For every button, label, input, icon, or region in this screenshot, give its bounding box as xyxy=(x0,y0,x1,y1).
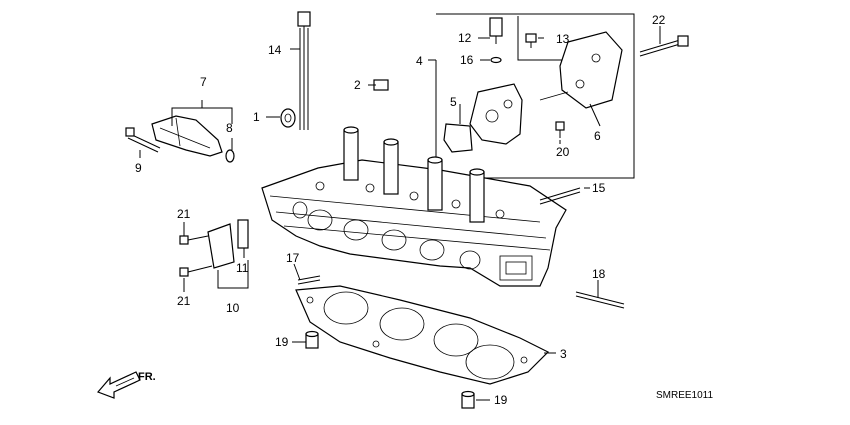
bolt-20 xyxy=(555,121,565,138)
callout-21-upper: 21 xyxy=(177,207,191,221)
callout-2: 2 xyxy=(354,78,361,92)
o-ring-8 xyxy=(225,149,235,163)
callout-21-lower: 21 xyxy=(177,294,191,308)
stud-18 xyxy=(575,291,625,309)
o-ring-16 xyxy=(490,56,502,64)
callout-1: 1 xyxy=(253,110,260,124)
bracket-6 xyxy=(539,31,623,109)
bolt-9 xyxy=(125,127,161,153)
plug-1 xyxy=(280,108,296,128)
stud-17 xyxy=(297,275,321,285)
callout-5: 5 xyxy=(450,95,457,109)
head-gasket xyxy=(295,285,550,385)
bolt-13 xyxy=(525,33,537,48)
seal-2 xyxy=(373,79,389,91)
callout-13: 13 xyxy=(556,32,570,46)
callout-4: 4 xyxy=(416,54,423,68)
front-direction-arrow-icon xyxy=(96,371,141,399)
bolt-22 xyxy=(639,35,689,57)
callout-19-upper: 19 xyxy=(275,335,289,349)
diagram-code: SMREE1011 xyxy=(656,390,714,401)
callout-17: 17 xyxy=(286,251,300,265)
callout-12: 12 xyxy=(458,31,472,45)
bracket-10 xyxy=(207,219,249,269)
bracket-10-bracket-line xyxy=(217,260,249,289)
callout-9: 9 xyxy=(135,161,142,175)
callout-19-lower: 19 xyxy=(494,393,508,407)
dowel-pin-lower xyxy=(461,390,475,409)
callout-20: 20 xyxy=(556,145,570,159)
vtc-solenoid-5 xyxy=(443,83,523,153)
callout-8: 8 xyxy=(226,121,233,135)
callout-10: 10 xyxy=(226,301,240,315)
callout-3: 3 xyxy=(560,347,567,361)
sensor-12 xyxy=(489,17,503,44)
callout-16: 16 xyxy=(460,53,474,67)
bolt-21-upper xyxy=(179,235,209,245)
callout-18: 18 xyxy=(592,267,606,281)
callout-15: 15 xyxy=(592,181,606,195)
callout-22: 22 xyxy=(652,13,666,27)
bolt-21-lower xyxy=(179,265,213,277)
callout-7: 7 xyxy=(200,75,207,89)
callout-6: 6 xyxy=(594,129,601,143)
callout-11: 11 xyxy=(236,261,249,275)
front-direction-label: FR. xyxy=(138,371,156,383)
cylinder-head xyxy=(261,126,567,287)
leader-lines xyxy=(139,26,661,401)
spool-valve-7 xyxy=(151,115,223,157)
dowel-pin-upper xyxy=(305,330,319,349)
head-bolt-14 xyxy=(297,11,311,130)
stud-15 xyxy=(539,187,581,205)
callout-14: 14 xyxy=(268,43,282,57)
